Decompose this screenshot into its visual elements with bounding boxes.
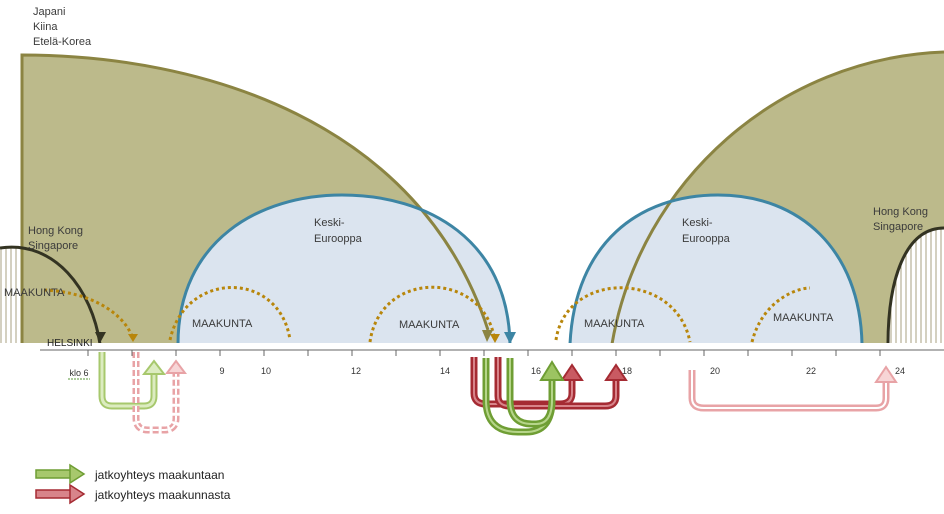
maakunta-label-b: MAAKUNTA (399, 319, 460, 331)
europe-right-label-2: Eurooppa (682, 233, 731, 245)
tick-label-18: 18 (622, 366, 632, 376)
maakunta-arc-b (368, 285, 496, 343)
europe-right-area (570, 195, 862, 344)
asia-left-arrowhead (482, 330, 493, 342)
europe-left-label-1: Keski- (314, 217, 345, 229)
maakunta-arc-b-arrowhead (490, 334, 500, 343)
maakunta-arc-a (168, 286, 292, 341)
tick-label-12: 12 (351, 366, 361, 376)
asia-label-2: Kiina (33, 21, 58, 33)
asia-label-1: Japani (33, 6, 65, 18)
red-light-arrowhead-2 (874, 365, 898, 383)
tick-label-24: 24 (895, 366, 905, 376)
legend-green-arrow-icon (35, 463, 86, 485)
axis-tick-marks (87, 350, 881, 356)
green-dark-connection-2-inner (509, 358, 553, 425)
red-dark-connection-2-inner (497, 357, 617, 407)
europe-right-outline (568, 193, 864, 344)
legend-label-red: jatkoyhteys maakunnasta (94, 488, 231, 502)
hk-right-outline (886, 226, 944, 344)
tick-label-20: 20 (710, 366, 720, 376)
maakunta-edge-arc (43, 288, 134, 337)
asia-right-outline (610, 50, 944, 344)
red-light-arrowhead-1 (165, 359, 187, 374)
legend-label-green: jatkoyhteys maakuntaan (94, 468, 224, 482)
europe-left-label-2: Eurooppa (314, 233, 363, 245)
europe-left-area (178, 195, 510, 344)
green-light-arrowhead-1 (141, 359, 167, 375)
connection-arrows (98, 352, 898, 436)
maakunta-label-c: MAAKUNTA (584, 318, 645, 330)
green-dark-arrowhead-1 (539, 360, 565, 381)
maakunta-arc-c (554, 286, 692, 343)
tick-label-16: 16 (531, 366, 541, 376)
hk-right-label-1: Hong Kong (873, 206, 928, 218)
green-light-connection-1 (98, 352, 158, 410)
red-dark-arrowhead-1 (560, 363, 584, 381)
hk-right-label-2: Singapore (873, 221, 923, 233)
helsinki-label: HELSINKI (47, 338, 93, 349)
hk-left-arrowhead (95, 332, 106, 343)
axis-band (0, 343, 944, 345)
asia-label-3: Etelä-Korea (33, 36, 92, 48)
red-light-connection-2 (688, 370, 890, 412)
green-light-connection-1-inner (100, 352, 156, 408)
tick-label-22: 22 (806, 366, 816, 376)
red-light-connection-2-inner (691, 370, 887, 409)
tick-label-10: 10 (261, 366, 271, 376)
tick-label-9: 9 (219, 366, 224, 376)
legend: jatkoyhteys maakuntaan jatkoyhteys maaku… (35, 463, 231, 505)
europe-left-arrowhead (504, 332, 516, 344)
asia-left-outline (20, 53, 490, 344)
maakunta-arc-d (750, 286, 811, 343)
hk-left-label-2: Singapore (28, 240, 78, 252)
red-dark-arrowhead-2 (604, 363, 628, 381)
europe-right-label-1: Keski- (682, 217, 713, 229)
europe-left-outline (176, 193, 512, 344)
red-light-connection-1-inner (135, 352, 177, 431)
tick-label-klo6: klo 6 (69, 368, 88, 378)
legend-red-arrow-icon (35, 483, 86, 505)
maakunta-edge-arrowhead (128, 334, 138, 342)
hk-left-label-1: Hong Kong (28, 225, 83, 237)
maakunta-label-d: MAAKUNTA (773, 312, 834, 324)
tick-label-14: 14 (440, 366, 450, 376)
red-dark-connection-2 (494, 357, 620, 410)
hk-right-area (888, 228, 944, 344)
hk-left-outline (0, 245, 102, 344)
maakunta-label-a: MAAKUNTA (192, 318, 253, 330)
maakunta-edge-label: MAAKUNTA (4, 287, 65, 299)
